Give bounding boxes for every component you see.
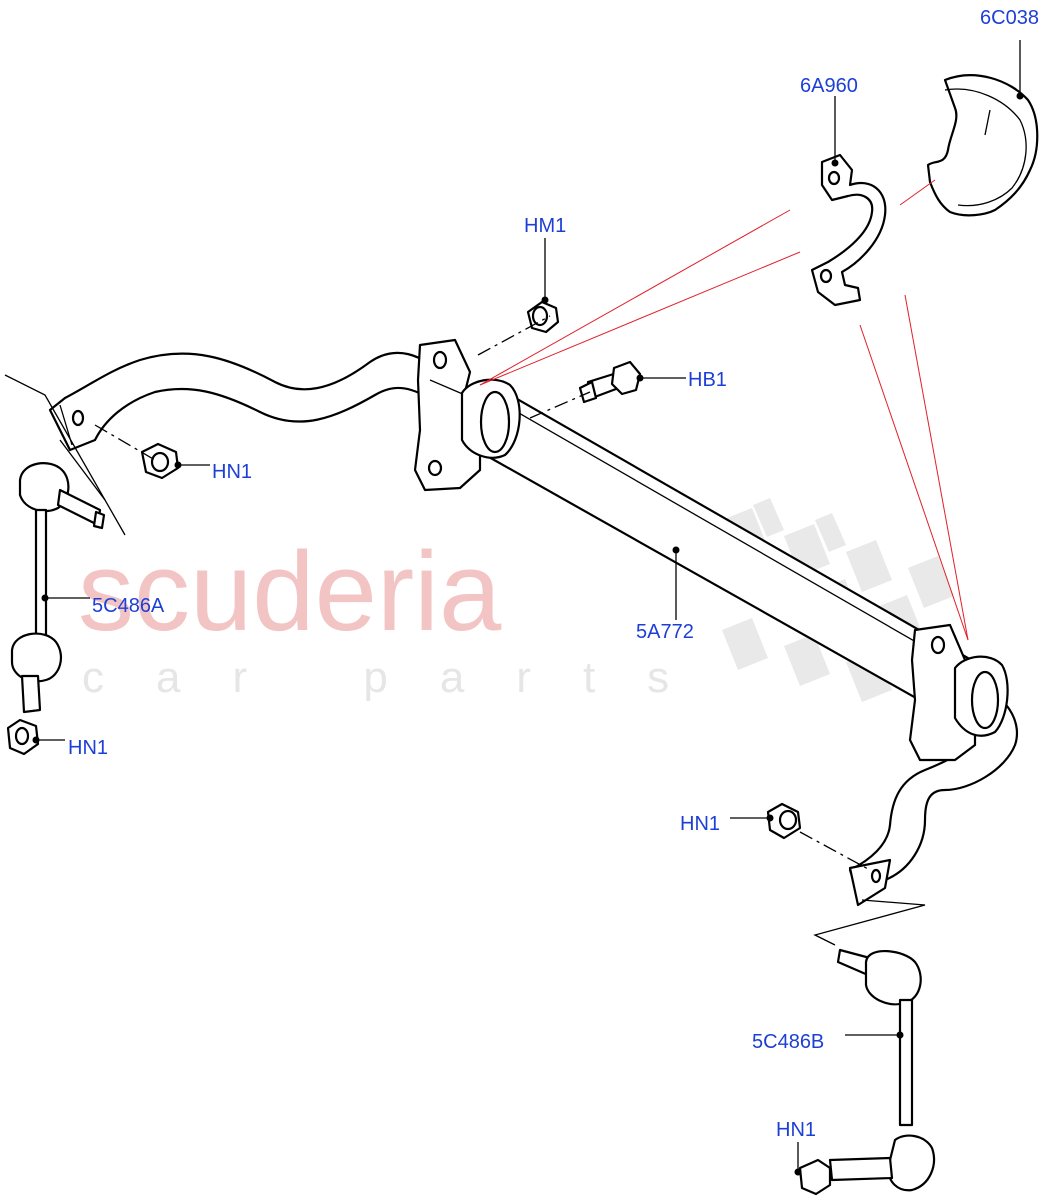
label-hb1: HB1 [688, 369, 727, 391]
label-hn1-right-lower: HN1 [776, 1119, 816, 1141]
label-6c038: 6C038 [980, 7, 1039, 29]
reference-lines-red [479, 179, 969, 641]
left-mounting-bracket [413, 338, 521, 492]
alignment-lines [4, 315, 926, 946]
cover-6c038 [926, 74, 1039, 217]
label-hn1-right-upper: HN1 [680, 813, 720, 835]
label-hn1-left-lower: HN1 [68, 737, 108, 759]
label-5c486a: 5C486A [92, 595, 165, 617]
label-6a960: 6A960 [800, 75, 858, 97]
leader-lines [32, 40, 1024, 1176]
label-5c486b: 5C486B [752, 1031, 824, 1053]
label-hm1: HM1 [524, 215, 566, 237]
watermark-tagline: car parts [82, 653, 721, 702]
nut-hn1-left-upper [140, 442, 180, 480]
bolt-hb1 [578, 360, 642, 404]
label-hn1-left-upper: HN1 [212, 461, 252, 483]
watermark-brand: scuderia [78, 529, 502, 654]
nut-hm1 [526, 300, 560, 334]
stabilizer-link-5c486a [6, 462, 106, 756]
label-5a772: 5A772 [636, 621, 694, 643]
bracket-clamp-6a960 [810, 153, 887, 307]
nut-hn1-right-upper [766, 802, 802, 840]
callout-labels: 6C038 6A960 HM1 HB1 HN1 5C486A 5A772 HN1… [68, 7, 1039, 1141]
right-mounting-bracket [908, 623, 1009, 762]
stabilizer-link-5c486b [798, 948, 936, 1196]
